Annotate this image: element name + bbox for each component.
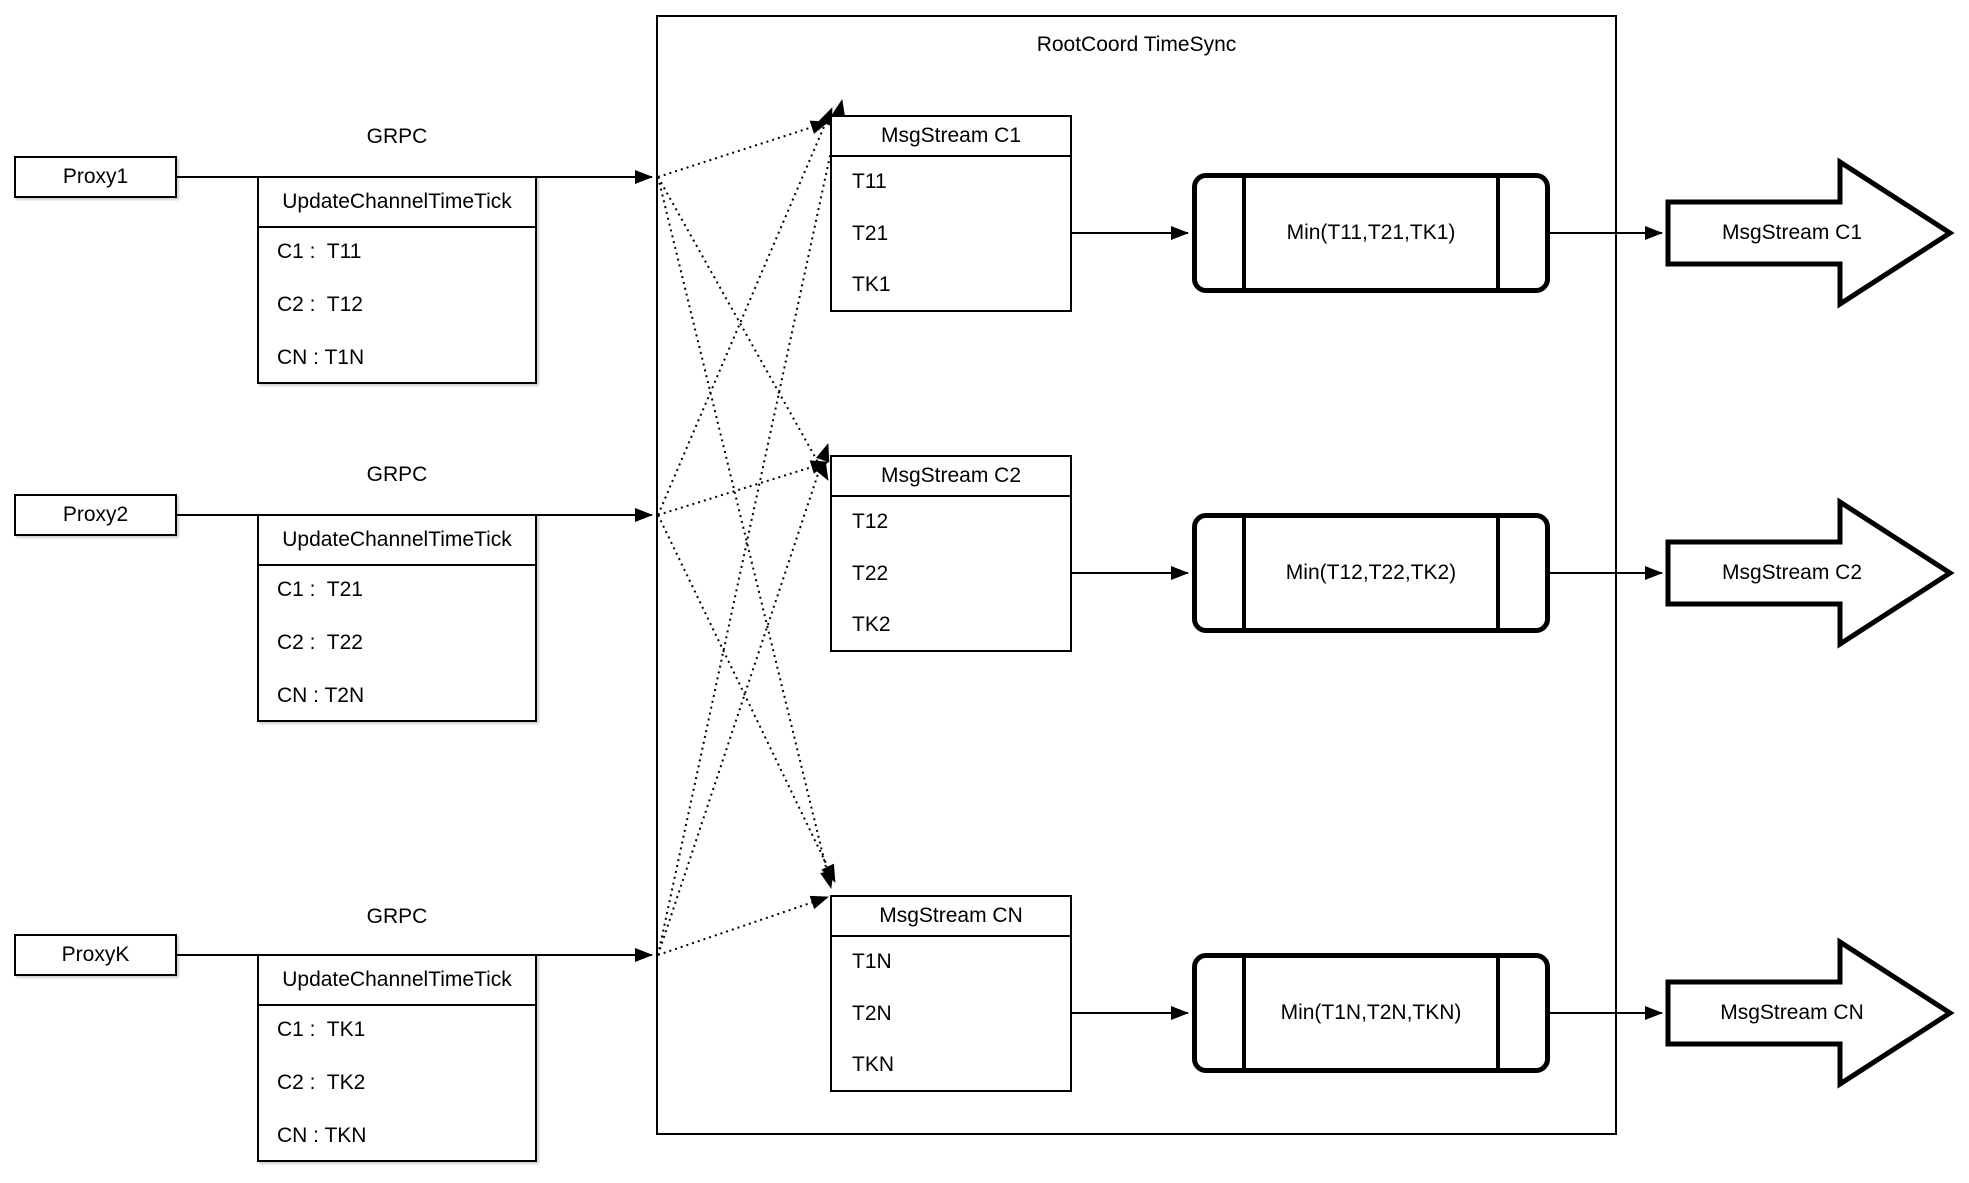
msgstream-c1-out-label: MsgStream C1 — [1721, 221, 1863, 244]
min-box-divider — [1496, 518, 1500, 628]
table-row: T2N — [852, 1001, 892, 1025]
table-row: C1 : T11 — [277, 240, 362, 263]
msgstream-c2-out-label: MsgStream C2 — [1721, 561, 1863, 584]
table-row: T12 — [852, 510, 889, 533]
proxy1-box: Proxy1 — [14, 156, 177, 198]
table-row: TKN — [852, 1053, 894, 1076]
min-c2-label: Min(T12,T22,TK2) — [1285, 561, 1457, 584]
proxy2-label: Proxy2 — [62, 503, 129, 526]
proxy1-table-body: C1 : T11 C2 : T12 CN : T1N — [259, 228, 535, 382]
table-row: CN : T1N — [277, 346, 365, 369]
table-row: T21 — [852, 221, 889, 245]
min-box-divider — [1242, 958, 1246, 1068]
table-row: TK1 — [852, 273, 891, 296]
proxy1-label: Proxy1 — [62, 165, 129, 188]
table-row: CN : TKN — [277, 1124, 367, 1147]
table-row: CN : T2N — [277, 684, 365, 707]
proxyk-label: ProxyK — [61, 943, 130, 966]
proxyk-box: ProxyK — [14, 934, 177, 976]
msgstream-cn-table-header: MsgStream CN — [832, 897, 1070, 937]
msgstream-c1-table: MsgStream C1 T11 T21 TK1 — [830, 115, 1072, 312]
table-row: C2 : TK2 — [277, 1071, 366, 1094]
msgstream-c1-table-header: MsgStream C1 — [832, 117, 1070, 157]
table-row: TK2 — [852, 613, 891, 636]
proxy1-table-header: UpdateChannelTimeTick — [259, 178, 535, 228]
min-cn-label: Min(T1N,T2N,TKN) — [1280, 1001, 1462, 1024]
min-c1-box: Min(T11,T21,TK1) — [1192, 173, 1550, 293]
min-cn-box: Min(T1N,T2N,TKN) — [1192, 953, 1550, 1073]
proxyk-grpc-label: GRPC — [366, 905, 428, 928]
min-c2-box: Min(T12,T22,TK2) — [1192, 513, 1550, 633]
msgstream-c2-table-body: T12 T22 TK2 — [832, 497, 1070, 650]
table-row: C2 : T12 — [277, 293, 363, 316]
min-box-divider — [1496, 178, 1500, 288]
table-row: T1N — [852, 950, 892, 973]
proxy2-box: Proxy2 — [14, 494, 177, 536]
proxyk-timetick-table: UpdateChannelTimeTick C1 : TK1 C2 : TK2 … — [257, 954, 537, 1162]
table-row: C2 : T22 — [277, 631, 363, 654]
msgstream-cn-table-body: T1N T2N TKN — [832, 937, 1070, 1090]
proxy1-timetick-table: UpdateChannelTimeTick C1 : T11 C2 : T12 … — [257, 176, 537, 384]
msgstream-c2-table: MsgStream C2 T12 T22 TK2 — [830, 455, 1072, 652]
min-box-divider — [1496, 958, 1500, 1068]
proxyk-table-header: UpdateChannelTimeTick — [259, 956, 535, 1006]
min-box-divider — [1242, 178, 1246, 288]
proxy2-grpc-label: GRPC — [366, 463, 428, 486]
msgstream-cn-table: MsgStream CN T1N T2N TKN — [830, 895, 1072, 1092]
table-row: C1 : TK1 — [277, 1018, 366, 1041]
table-row: T22 — [852, 561, 889, 585]
msgstream-cn-out-label: MsgStream CN — [1720, 1001, 1864, 1024]
msgstream-c2-table-header: MsgStream C2 — [832, 457, 1070, 497]
rootcoord-title: RootCoord TimeSync — [1036, 33, 1237, 56]
min-box-divider — [1242, 518, 1246, 628]
proxy1-grpc-label: GRPC — [366, 125, 428, 148]
min-c1-label: Min(T11,T21,TK1) — [1286, 221, 1456, 244]
table-row: C1 : T21 — [277, 578, 363, 601]
proxyk-table-body: C1 : TK1 C2 : TK2 CN : TKN — [259, 1006, 535, 1160]
msgstream-c1-table-body: T11 T21 TK1 — [832, 157, 1070, 310]
rootcoord-box — [656, 15, 1617, 1135]
proxy2-table-body: C1 : T21 C2 : T22 CN : T2N — [259, 566, 535, 720]
proxy2-timetick-table: UpdateChannelTimeTick C1 : T21 C2 : T22 … — [257, 514, 537, 722]
proxy2-table-header: UpdateChannelTimeTick — [259, 516, 535, 566]
table-row: T11 — [852, 170, 887, 193]
